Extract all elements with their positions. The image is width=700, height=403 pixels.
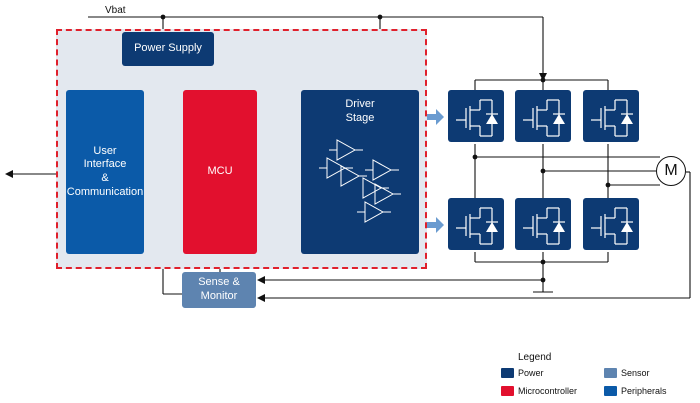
driver-stage-block: Driver Stage — [301, 90, 419, 254]
low-side-switch-2 — [515, 198, 571, 250]
motor-label: M — [664, 162, 678, 179]
mosfet-icon — [456, 207, 498, 245]
high-side-switch-3 — [583, 90, 639, 142]
legend-label-microcontroller: Microcontroller — [518, 386, 578, 396]
legend-swatch-sensor — [604, 368, 617, 378]
high-side-switch-1 — [448, 90, 504, 142]
mcu-block: MCU — [183, 90, 257, 254]
sense-monitor-block: Sense & Monitor — [182, 272, 256, 308]
legend-swatch-peripherals — [604, 386, 617, 396]
mosfet-icon — [456, 99, 498, 137]
gate-driver-icon — [319, 139, 401, 223]
legend-label-sensor: Sensor — [621, 368, 650, 378]
legend-label-peripherals: Peripherals — [621, 386, 667, 396]
user-interface-block: User Interface & Communication — [66, 90, 144, 254]
legend-swatch-power — [501, 368, 514, 378]
low-side-switch-3 — [583, 198, 639, 250]
mcu-label: MCU — [207, 165, 233, 178]
mosfet-icon — [523, 207, 565, 245]
legend-swatch-microcontroller — [501, 386, 514, 396]
driver-stage-label: Driver Stage — [345, 98, 375, 124]
low-side-switch-1 — [448, 198, 504, 250]
legend-title: Legend — [518, 352, 552, 363]
mosfet-icon — [591, 99, 633, 137]
motor-symbol: M — [656, 156, 686, 186]
power-supply-label: Power Supply — [134, 42, 202, 55]
power-supply-block: Power Supply — [122, 32, 214, 66]
vbat-label: Vbat — [105, 5, 126, 16]
legend-label-power: Power — [518, 368, 544, 378]
mosfet-icon — [591, 207, 633, 245]
mosfet-icon — [523, 99, 565, 137]
sense-monitor-label: Sense & Monitor — [198, 276, 240, 302]
high-side-switch-2 — [515, 90, 571, 142]
user-interface-label: User Interface & Communication — [66, 144, 144, 198]
